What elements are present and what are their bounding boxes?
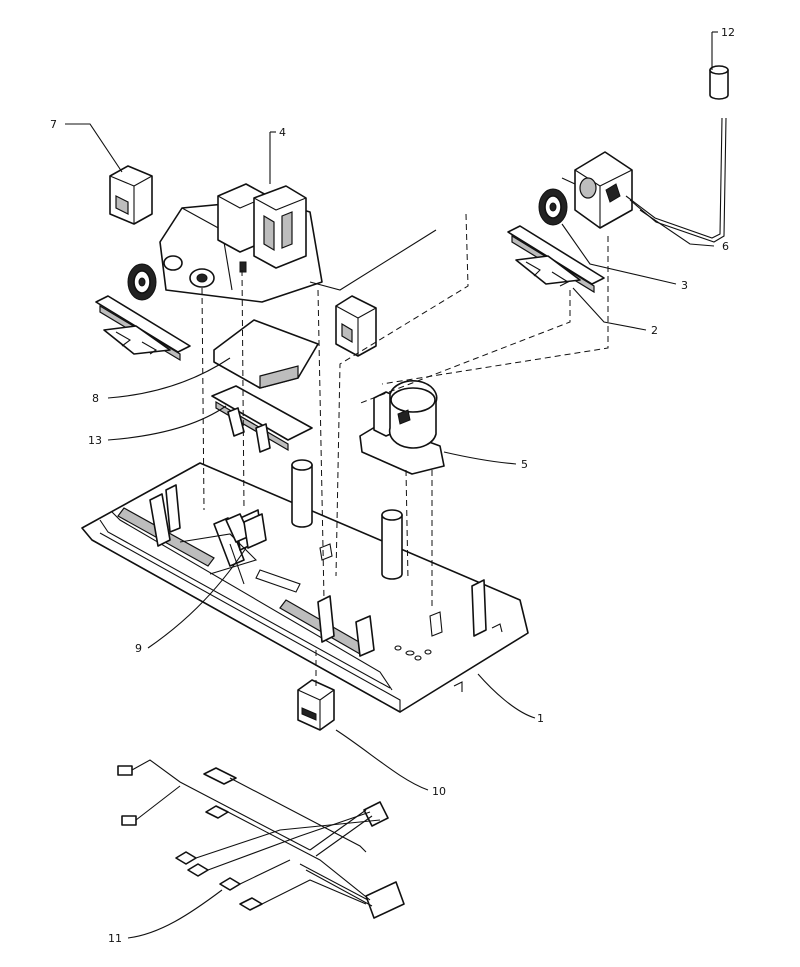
part-3-gear [538,188,568,226]
callout-6: 6 [722,240,729,253]
callout-12: 12 [721,26,735,39]
callout-1: 1 [537,712,544,725]
callout-labels: 1 2 3 4 5 6 7 8 9 10 11 12 13 [50,26,735,945]
left-slide-bracket [95,295,191,362]
callout-8: 8 [92,392,99,405]
part-10-switch [297,679,335,731]
callout-7: 7 [50,118,57,131]
leader-lines [65,31,718,939]
callout-5: 5 [521,458,528,471]
part-2-slide-bracket [507,225,605,294]
part-4-damper-housing [159,183,437,303]
part-13-channel-bracket [211,385,313,453]
callout-10: 10 [432,785,446,798]
part-8-cover-plate [213,319,319,389]
part-12-sensor-bulb [709,65,729,100]
callout-3: 3 [681,279,688,292]
dashed-alignment-lines [201,213,609,690]
left-gear [127,263,157,301]
part-11-wire-harness [117,759,405,919]
callout-2: 2 [651,324,658,337]
part-7-block [109,165,153,225]
part-5-damper-motor [359,380,445,475]
part-6-thermostat [561,151,633,229]
mounting-posts [291,459,403,580]
part-9-switch-bracket [225,513,267,585]
callout-9: 9 [135,642,142,655]
part-1-base-housing [81,462,529,713]
callout-4: 4 [279,126,286,139]
capillary-tube [625,117,723,239]
right-block [335,295,377,357]
callout-11: 11 [108,932,122,945]
callout-13: 13 [88,434,102,447]
